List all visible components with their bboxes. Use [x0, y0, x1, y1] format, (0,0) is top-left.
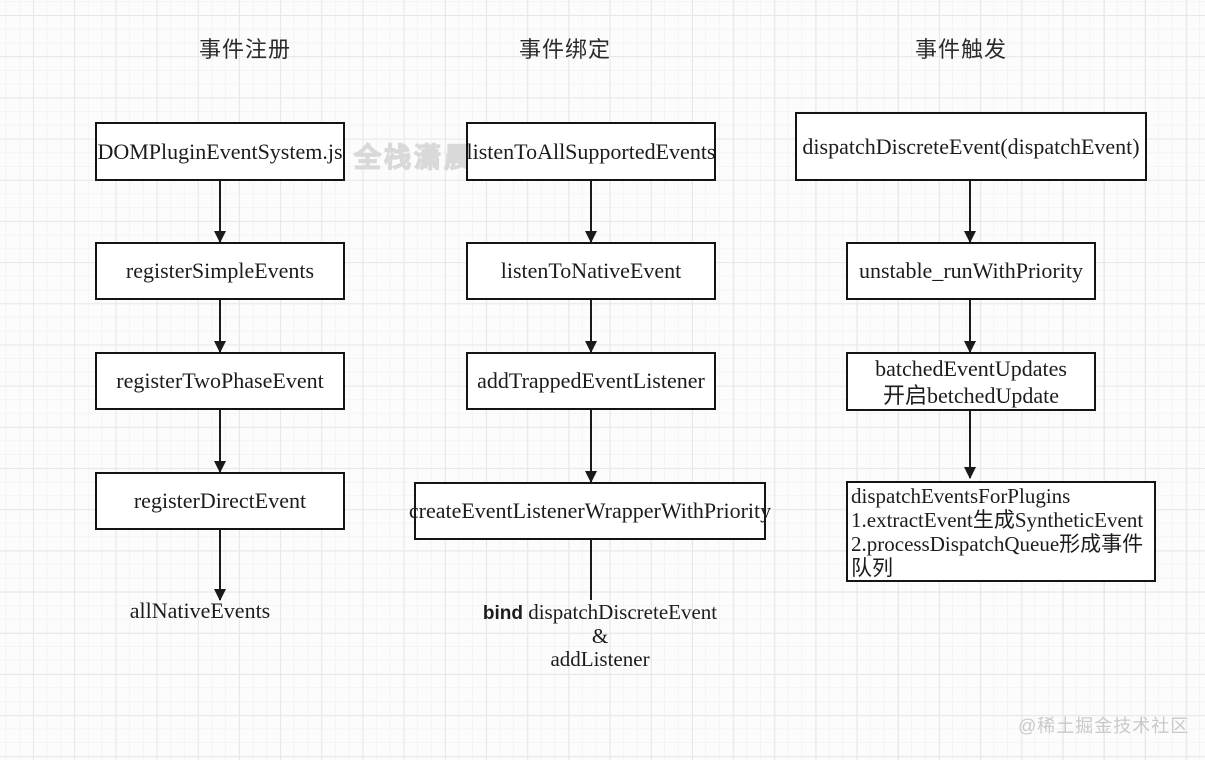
label-all-native-events: allNativeEvents [129, 598, 271, 623]
arrow-down-connector [964, 181, 976, 243]
node-listen-to-all-supported-events: listenToAllSupportedEvents [466, 122, 716, 181]
arrow-down-connector [585, 410, 597, 483]
column-title-trigger: 事件触发 [914, 37, 1007, 62]
node-register-simple-events: registerSimpleEvents [95, 242, 345, 300]
node-create-event-listener-wrapper-with-priority: createEventListenerWrapperWithPriority [409, 482, 771, 540]
arrow-down-connector [585, 181, 597, 243]
watermark-juejin: @稀土掘金技术社区 [1018, 716, 1190, 736]
arrow-down-connector [964, 411, 976, 479]
column-title-registration: 事件注册 [198, 37, 291, 62]
node-register-two-phase-event: registerTwoPhaseEvent [95, 352, 345, 410]
node-add-trapped-event-listener: addTrappedEventListener [466, 352, 716, 410]
ampersand: & [591, 624, 609, 648]
bind-rest: dispatchDiscreteEvent [522, 600, 718, 624]
node-listen-to-native-event: listenToNativeEvent [466, 242, 716, 300]
add-listener-label: addListener [550, 647, 650, 671]
node-dispatch-discrete-event: dispatchDiscreteEvent(dispatchEvent) [795, 112, 1147, 181]
column-title-binding: 事件绑定 [518, 37, 611, 62]
line-connector [590, 540, 592, 600]
arrow-down-connector [214, 530, 226, 601]
arrow-down-connector [964, 300, 976, 353]
arrow-down-connector [214, 300, 226, 353]
bind-keyword: bind [482, 603, 523, 624]
node-unstable-run-with-priority: unstable_runWithPriority [846, 242, 1096, 300]
node-dom-plugin-event-system: DOMPluginEventSystem.js [95, 122, 345, 181]
arrow-down-connector [585, 300, 597, 353]
arrow-down-connector [214, 181, 226, 243]
node-register-direct-event: registerDirectEvent [95, 472, 345, 530]
node-batched-event-updates: batchedEventUpdates 开启betchedUpdate [846, 352, 1096, 411]
watermark-author: 全栈潇晨 [353, 142, 474, 173]
label-bind-dispatch-discrete-event: bind dispatchDiscreteEvent & addListener [450, 601, 750, 671]
arrow-down-connector [214, 410, 226, 473]
node-dispatch-events-for-plugins: dispatchEventsForPlugins 1.extractEvent生… [846, 481, 1156, 582]
